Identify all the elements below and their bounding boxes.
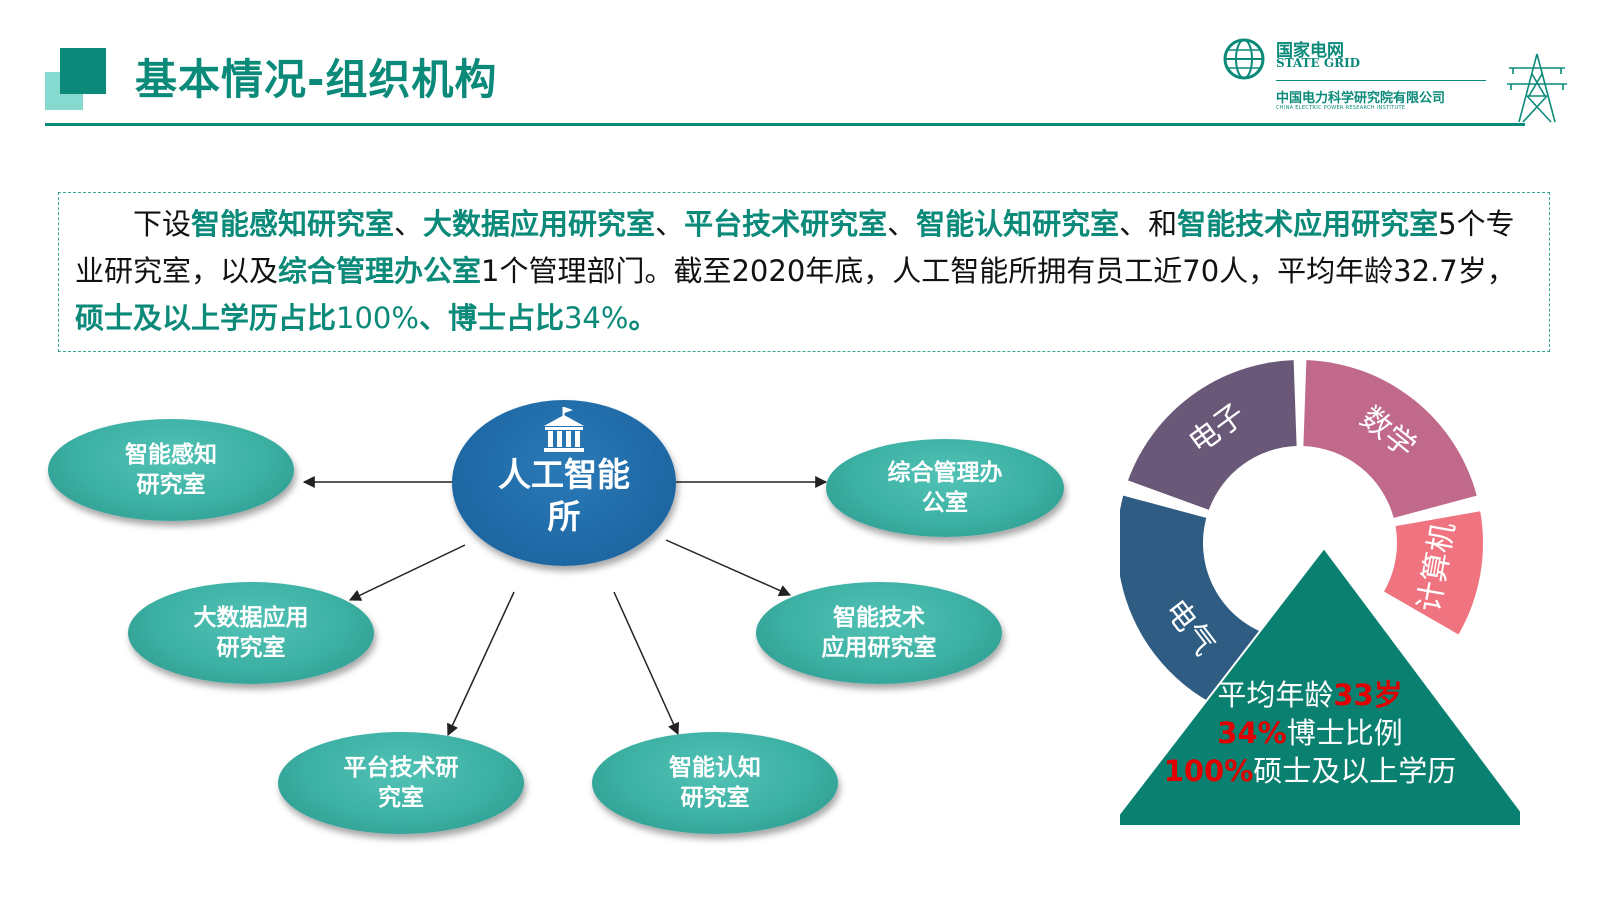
transmission-tower-icon [1507, 53, 1567, 123]
node-label-line1: 综合管理办 [887, 460, 1003, 486]
logo-org-en: CHINA ELECTRIC POWER RESEARCH INSTITUTE [1276, 105, 1406, 111]
title-decor-square-dark [60, 48, 106, 94]
arrow-to-cognition [613, 591, 680, 736]
intro-paragraph: 下设智能感知研究室、大数据应用研究室、平台技术研究室、智能认知研究室、和智能技术… [58, 192, 1550, 352]
node-label-line2: 公室 [922, 490, 968, 516]
center-label-line2: 所 [547, 497, 581, 536]
intro-lead: 下设 [133, 207, 192, 241]
intro-lab-application: 智能技术应用研究室 [1177, 207, 1439, 241]
page-title: 基本情况-组织机构 [135, 55, 498, 104]
intro-end: 。 [628, 301, 658, 335]
state-grid-globe-icon [1223, 38, 1265, 80]
intro-office: 综合管理办公室 [278, 254, 482, 288]
node-label-line2: 研究室 [216, 635, 286, 661]
donut-segment-computer [1384, 511, 1483, 635]
org-node-platform-lab: 平台技术研 究室 [278, 732, 524, 834]
stat-master-value: 100% [1163, 754, 1254, 788]
arrow-to-bigdata [348, 544, 466, 601]
intro-stat-phd-value: 34% [563, 301, 629, 335]
intro-mid2: 1个管理部门。截至2020年底，人工智能所拥有员工近70人，平均年龄32.7岁， [481, 254, 1516, 288]
intro-sep: 、和 [1119, 207, 1178, 241]
stats-triangle [1120, 546, 1520, 827]
intro-sep: 、 [887, 207, 917, 241]
stat-phd-value: 34% [1217, 716, 1287, 750]
arrow-to-platform [447, 591, 515, 737]
stat-master-label: 硕士及以上学历 [1253, 754, 1457, 788]
center-label-line1: 人工智能 [498, 455, 630, 494]
stat-age-value: 33岁 [1333, 678, 1403, 712]
stat-phd-label: 博士比例 [1286, 716, 1403, 750]
donut-segment-electronics [1128, 360, 1297, 510]
org-node-admin-office: 综合管理办 公室 [826, 439, 1064, 537]
intro-stat-master-label: 硕士及以上学历占比 [75, 301, 337, 335]
intro-lab-cognition: 智能认知研究室 [916, 207, 1120, 241]
org-node-bigdata-lab: 大数据应用 研究室 [128, 582, 374, 684]
stat-age-label: 平均年龄 [1217, 678, 1334, 712]
intro-lab-bigdata: 大数据应用研究室 [423, 207, 656, 241]
node-label-line1: 智能感知 [125, 442, 217, 468]
stat-avg-age: 平均年龄33岁 [1140, 676, 1480, 714]
node-label-line1: 智能技术 [833, 605, 925, 631]
node-label-line1: 智能认知 [669, 755, 761, 781]
donut-segment-mathematics [1303, 360, 1477, 518]
title-underline [45, 123, 1525, 126]
org-node-cognition-lab: 智能认知 研究室 [592, 732, 838, 834]
disciplines-donut: 电气电子数学计算机 [1120, 360, 1520, 827]
node-label-line1: 平台技术研 [343, 755, 459, 781]
node-label-line2: 应用研究室 [821, 635, 937, 661]
intro-lab-platform: 平台技术研究室 [684, 207, 888, 241]
intro-mid1: 5个专业研究室，以及 [75, 207, 1515, 288]
org-center-node: 人工智能 所 [452, 400, 676, 566]
intro-stat-phd-label: 博士占比 [447, 301, 564, 335]
node-label-line2: 研究室 [680, 785, 750, 811]
stat-master: 100%硕士及以上学历 [1140, 752, 1480, 790]
intro-stat-master-value: 100% [336, 301, 419, 335]
logo-divider [1276, 80, 1486, 81]
node-label-line2: 究室 [378, 785, 424, 811]
node-label-line1: 大数据应用 [193, 605, 309, 631]
logo-name-en: STATE GRID [1276, 56, 1361, 70]
node-label-line2: 研究室 [136, 472, 206, 498]
intro-sep: 、 [418, 301, 448, 335]
intro-lab-perception: 智能感知研究室 [191, 207, 395, 241]
intro-sep: 、 [655, 207, 685, 241]
org-node-perception-lab: 智能感知 研究室 [48, 419, 294, 521]
stats-text: 平均年龄33岁 34%博士比例 100%硕士及以上学历 [1140, 676, 1480, 790]
institution-building-icon [544, 407, 584, 452]
intro-sep: 、 [394, 207, 424, 241]
stat-phd: 34%博士比例 [1140, 714, 1480, 752]
logo-org-cn: 中国电力科学研究院有限公司 [1276, 91, 1446, 106]
arrow-to-application [665, 539, 792, 597]
logo-name-cn: 国家电网 [1276, 41, 1344, 61]
org-node-application-lab: 智能技术 应用研究室 [756, 582, 1002, 684]
